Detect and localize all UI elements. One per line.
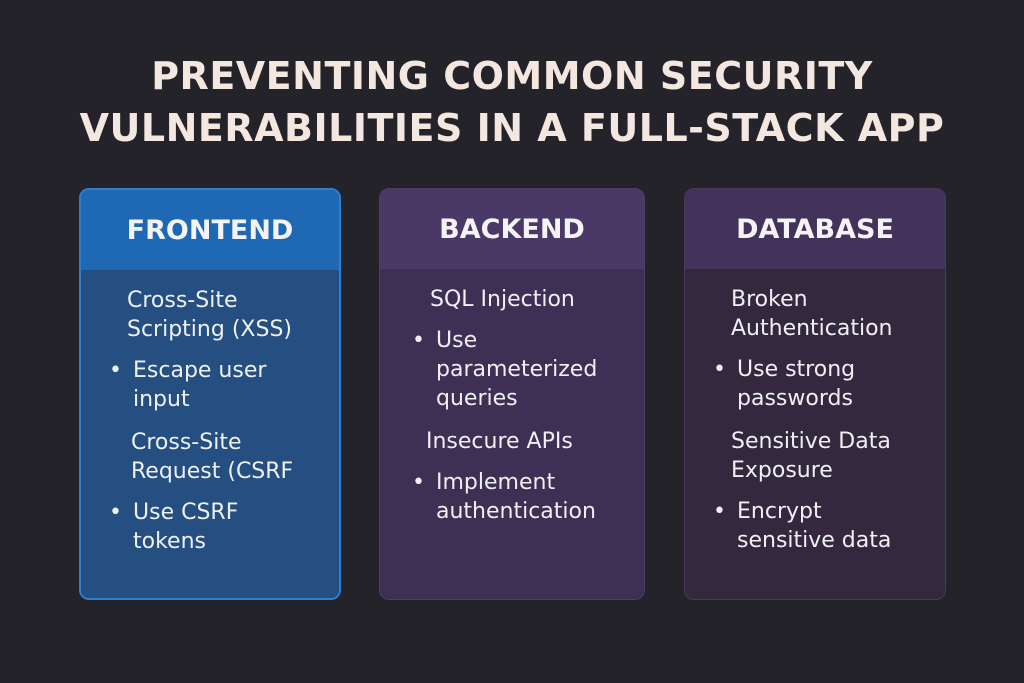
mitigation: • Use strong passwords bbox=[713, 355, 925, 413]
card-body: Broken Authentication • Use strong passwo… bbox=[685, 269, 945, 599]
mitigation-text: Encrypt sensitive data bbox=[737, 499, 892, 553]
vulnerability: SQL Injection bbox=[430, 287, 575, 312]
title-line-1: PREVENTING COMMON SECURITY bbox=[151, 54, 873, 98]
vulnerability: Cross-Site Request (CSRF bbox=[131, 430, 294, 484]
mitigation: • Encrypt sensitive data bbox=[713, 497, 925, 555]
bullet-icon: • bbox=[412, 470, 425, 495]
title-line-2: VULNERABILITIES IN A FULL-STACK APP bbox=[79, 106, 945, 150]
mitigation-text: Use strong passwords bbox=[737, 357, 856, 411]
mitigation: • Implement authentication bbox=[412, 468, 624, 526]
frontend-card: FRONTEND Cross-Site Scripting (XSS) • Esc… bbox=[79, 188, 341, 600]
bullet-icon: • bbox=[109, 500, 122, 525]
card-body: SQL Injection • Use parameterized queries… bbox=[380, 269, 644, 599]
bullet-icon: • bbox=[713, 357, 726, 382]
bullet-icon: • bbox=[713, 499, 726, 524]
bullet-icon: • bbox=[109, 358, 122, 383]
card-body: Cross-Site Scripting (XSS) • Escape user … bbox=[81, 270, 339, 598]
database-card: DATABASE Broken Authentication • Use stro… bbox=[684, 188, 946, 600]
vulnerability: Broken Authentication bbox=[731, 287, 893, 341]
mitigation-text: Use CSRF tokens bbox=[133, 500, 239, 554]
mitigation-text: Escape user input bbox=[133, 358, 267, 412]
mitigation: • Escape user input bbox=[109, 356, 319, 414]
mitigation-text: Implement authentication bbox=[436, 470, 596, 524]
backend-card: BACKEND SQL Injection • Use parameterized… bbox=[379, 188, 645, 600]
bullet-icon: • bbox=[412, 328, 425, 353]
card-heading: FRONTEND bbox=[81, 190, 339, 270]
vulnerability: Insecure APIs bbox=[426, 429, 573, 454]
mitigation: • Use parameterized queries bbox=[412, 326, 624, 413]
card-heading: DATABASE bbox=[685, 189, 945, 269]
mitigation: • Use CSRF tokens bbox=[109, 498, 319, 556]
vulnerability: Cross-Site Scripting (XSS) bbox=[127, 288, 292, 342]
mitigation-text: Use parameterized queries bbox=[436, 328, 598, 411]
card-heading: BACKEND bbox=[380, 189, 644, 269]
page-title: PREVENTING COMMON SECURITY VULNERABILITI… bbox=[0, 50, 1024, 154]
vulnerability: Sensitive Data Exposure bbox=[731, 429, 891, 483]
